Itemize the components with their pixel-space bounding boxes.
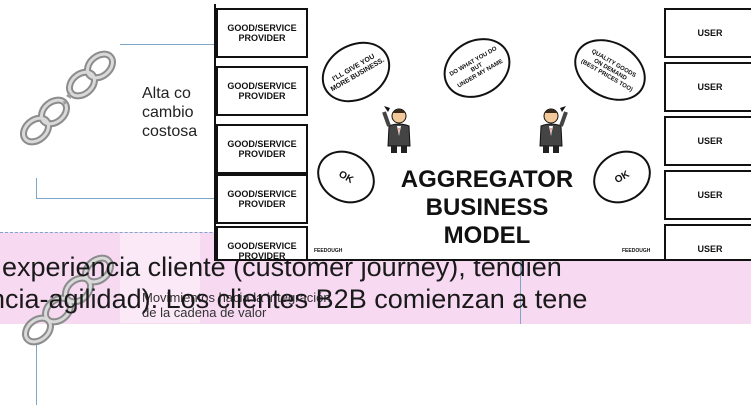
user-card: USER — [664, 224, 751, 259]
provider-card: GOOD/SERVICE PROVIDER — [216, 124, 308, 174]
provider-card: GOOD/SERVICE PROVIDER — [216, 66, 308, 116]
broken-chain-icon — [19, 50, 117, 146]
title-line-2: BUSINESS — [425, 194, 549, 221]
bubble-text: OK — [612, 168, 632, 186]
user-card: USER — [664, 8, 751, 58]
aggregator-title: AGGREGATOR BUSINESS MODEL — [392, 166, 582, 250]
bottom-stub-line — [36, 340, 37, 405]
bracket-top-line — [120, 44, 215, 45]
aggregator-infographic: GOOD/SERVICE PROVIDER GOOD/SERVICE PROVI… — [214, 4, 751, 261]
faint-box — [120, 233, 200, 323]
overlay-text-line-2: ncia-agilidad). Los clientes B2B comienz… — [0, 284, 588, 314]
speech-bubble-ok-right: OK — [583, 140, 661, 214]
bracket-bottom-line — [36, 198, 216, 199]
chain-icon — [21, 254, 115, 346]
speech-bubble-do-what-you-do: DO WHAT YOU DO BUT UNDER MY NAME — [432, 26, 522, 110]
bracket-left-line — [36, 178, 37, 199]
speech-bubble-more-business: I'LL GIVE YOU MORE BUSINESS. — [310, 29, 402, 115]
user-card: USER — [664, 62, 751, 112]
user-card: USER — [664, 116, 751, 166]
band-divider — [520, 233, 521, 324]
title-line-1: AGGREGATOR — [400, 166, 574, 193]
provider-card: GOOD/SERVICE PROVIDER — [216, 8, 308, 58]
businessman-right-icon — [539, 106, 568, 153]
businessman-left-icon — [382, 106, 411, 153]
bubble-text: OK — [336, 168, 356, 186]
speech-bubble-quality-goods: QUALITY GOODS ON DEMAND (BEST PRICES TOO… — [563, 26, 657, 114]
brand-label-right: FEEDOUGH — [622, 248, 651, 254]
bubble-text: QUALITY GOODS ON DEMAND (BEST PRICES TOO… — [579, 48, 637, 93]
user-card: USER — [664, 170, 751, 220]
alta-text: Alta co cambio costosa — [142, 85, 198, 140]
provider-card: GOOD/SERVICE PROVIDER — [216, 174, 308, 224]
provider-card: GOOD/SERVICE PROVIDER — [216, 226, 308, 259]
value-chain-text: Movimientos hacia la integración de la c… — [142, 290, 331, 320]
title-line-3: MODEL — [443, 222, 531, 249]
bubble-text: I'LL GIVE YOU MORE BUSINESS. — [329, 53, 386, 94]
speech-bubble-ok-left: OK — [307, 140, 385, 214]
bubble-text: DO WHAT YOU DO BUT UNDER MY NAME — [448, 45, 504, 90]
brand-label-left: FEEDOUGH — [314, 248, 343, 254]
